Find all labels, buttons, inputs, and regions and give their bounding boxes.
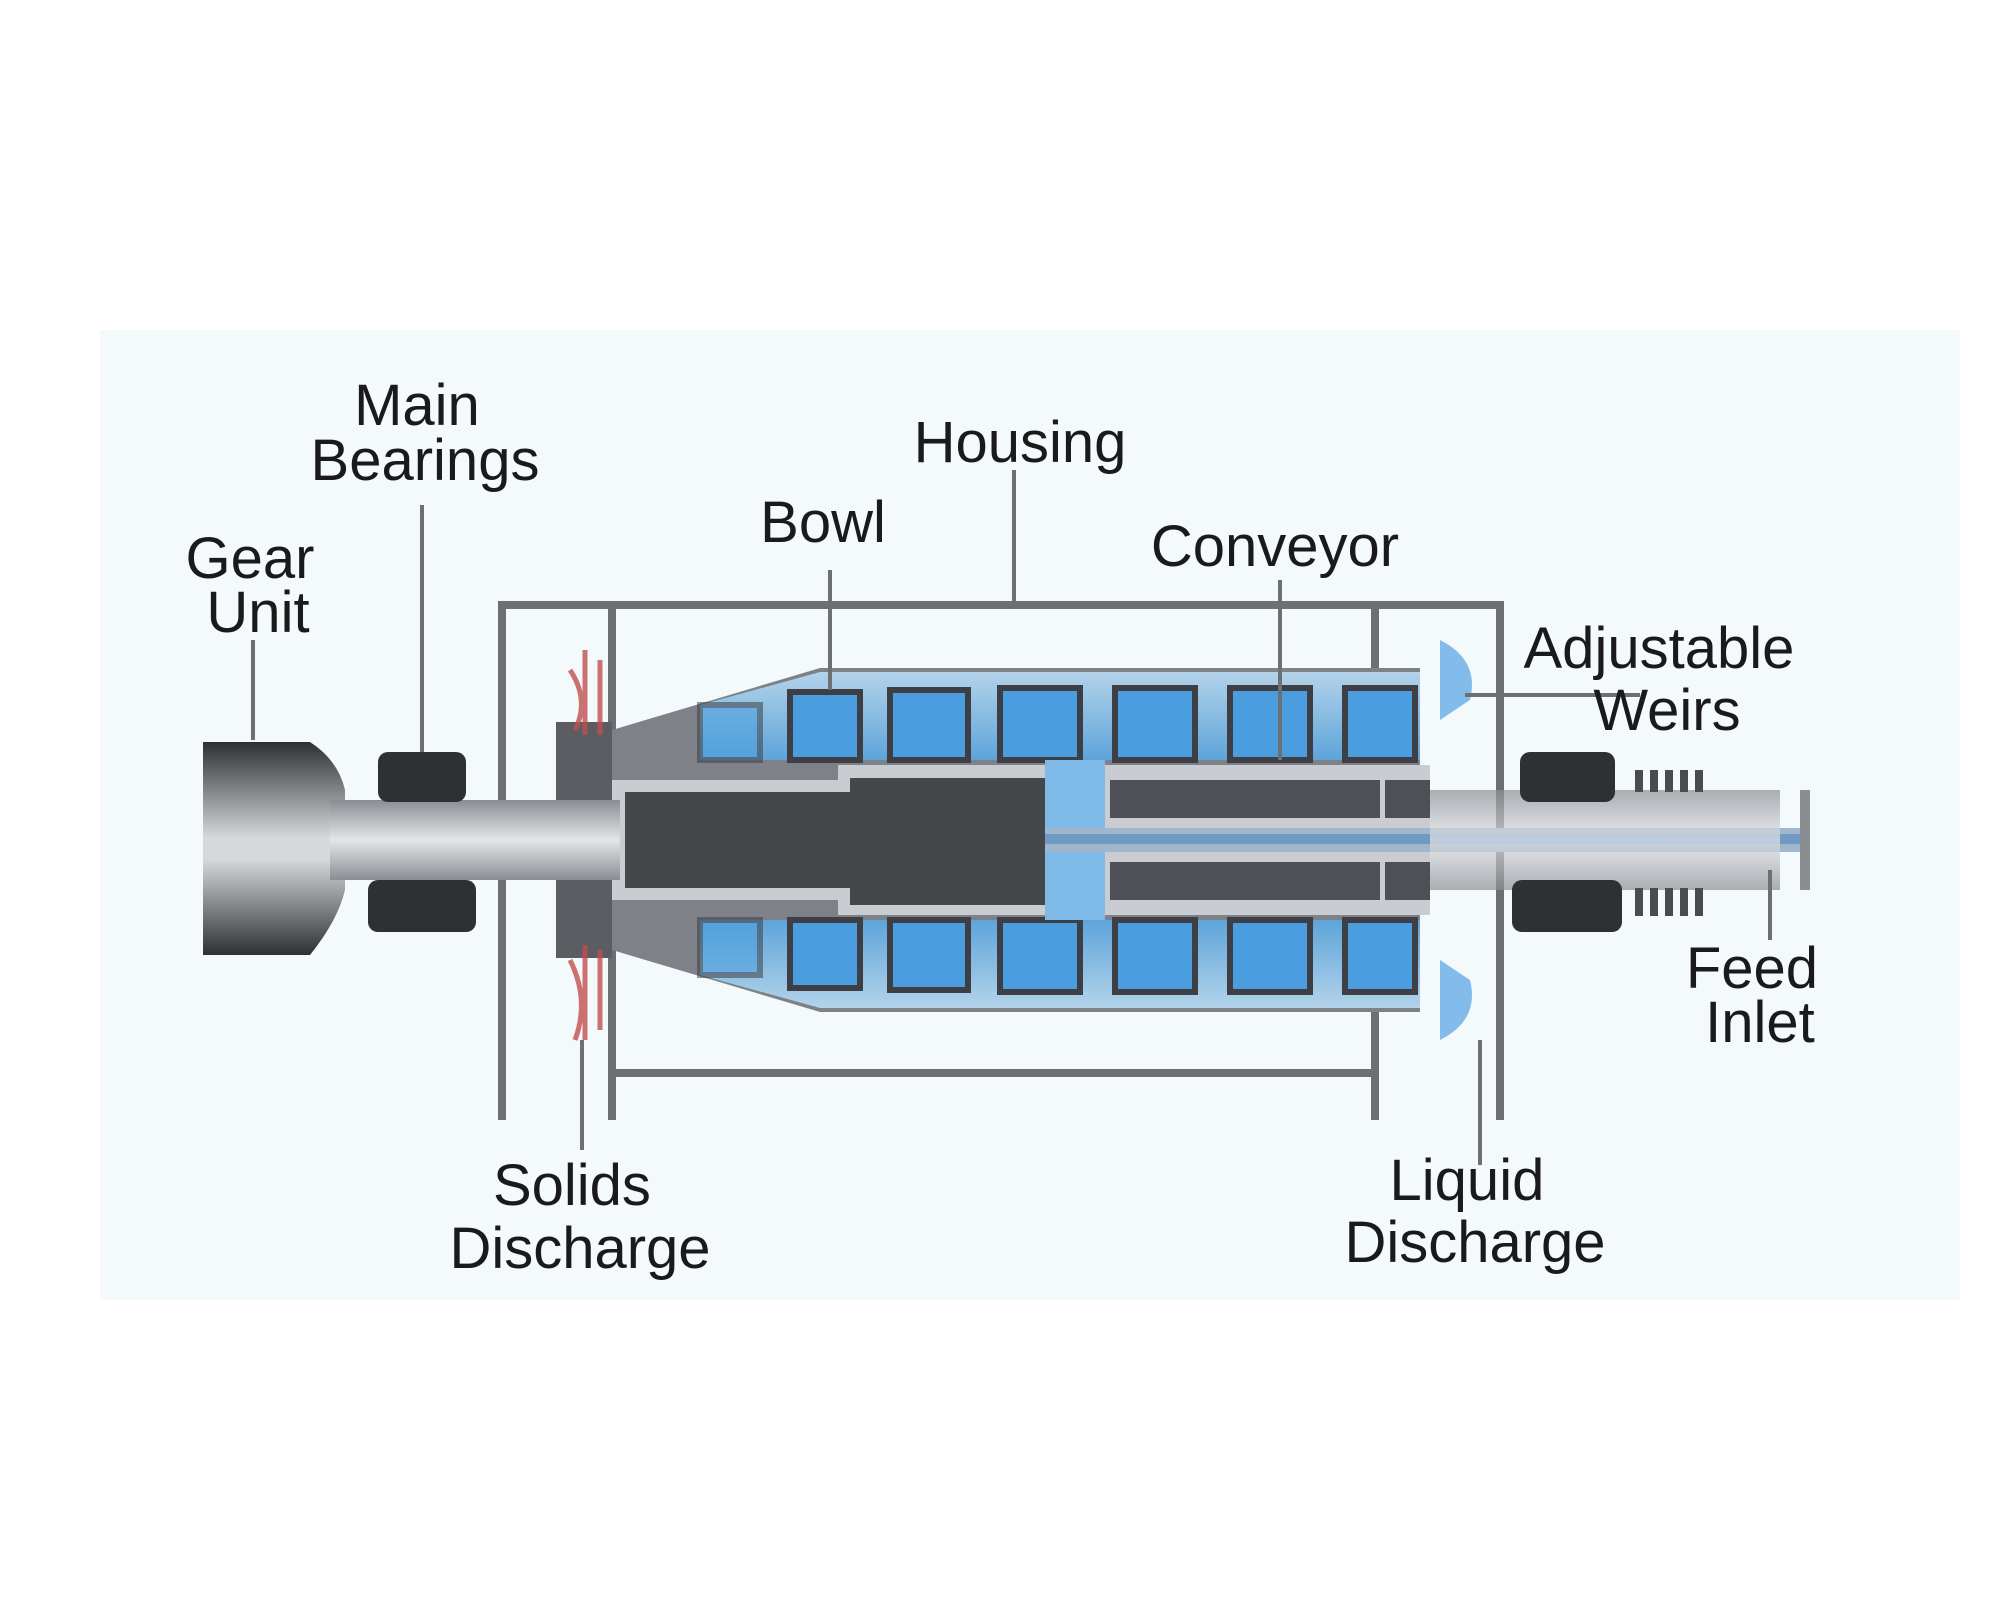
label-main-bearings: Main Bearings (311, 373, 540, 493)
label-solids-discharge: Solids Discharge (449, 1153, 710, 1281)
gear-unit (203, 742, 345, 955)
label-adjustable-weirs: Adjustable Weirs (1524, 616, 1811, 743)
feed-shaft (1430, 790, 1780, 890)
main-bearing-right (1512, 752, 1622, 932)
seal-ridges (1635, 770, 1703, 916)
leader-lines (251, 470, 1772, 1165)
label-conveyor: Conveyor (1151, 514, 1399, 579)
solids-discharge-flow (567, 650, 603, 1041)
label-gear-unit: Gear Unit (185, 526, 330, 645)
conveyor-flights (697, 685, 1418, 995)
conveyor-hub (612, 760, 1800, 920)
label-liquid-discharge: Liquid Discharge (1344, 1148, 1605, 1275)
adjustable-weirs (1440, 640, 1472, 1040)
label-bowl: Bowl (760, 490, 886, 555)
main-bearing-left (368, 752, 476, 932)
feed-inlet-cap (1800, 790, 1810, 890)
label-feed-inlet: Feed Inlet (1686, 936, 1834, 1055)
main-shaft (330, 800, 620, 880)
label-housing: Housing (914, 410, 1127, 475)
